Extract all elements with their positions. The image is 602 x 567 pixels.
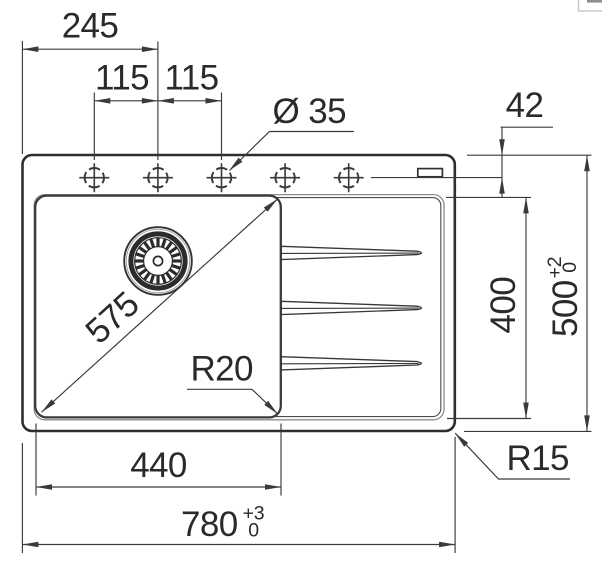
label-780: 780 xyxy=(181,505,238,544)
label-500: 500 xyxy=(546,280,585,337)
tap-hole xyxy=(142,163,173,193)
strainer-teeth xyxy=(134,237,182,285)
label-115-right: 115 xyxy=(165,59,219,98)
label-hole-diameter: Ø 35 xyxy=(273,92,346,131)
label-500-tol-minus: 0 xyxy=(559,262,581,273)
drainboard-rib xyxy=(280,356,423,371)
label-r20: R20 xyxy=(191,350,254,389)
dimensions xyxy=(21,41,592,553)
dim-575 xyxy=(39,196,280,415)
radius-r20-leader xyxy=(187,388,280,417)
label-115-left: 115 xyxy=(95,59,149,98)
tap-hole xyxy=(270,163,301,193)
drainboard-rib xyxy=(280,245,423,261)
tap-hole xyxy=(206,163,237,193)
label-500-group: 500 +2 0 xyxy=(544,257,585,337)
strainer-teeth-inner xyxy=(143,246,173,276)
strainer-outer-ring xyxy=(123,226,193,296)
strainer-thick-ring xyxy=(128,231,188,291)
label-500-tol-plus: +2 xyxy=(544,257,566,279)
thumbnail-image-block xyxy=(587,0,602,3)
dim-42 xyxy=(371,126,592,197)
label-42: 42 xyxy=(506,86,544,125)
dim-115-pair xyxy=(93,92,223,160)
label-440: 440 xyxy=(130,446,187,485)
drainboard-ribs xyxy=(280,245,423,371)
dimension-labels: 245 115 115 Ø 35 42 575 R20 400 500 +2 0… xyxy=(62,7,585,545)
label-400-group: 400 xyxy=(484,277,523,334)
thumbnail-frame[interactable] xyxy=(577,0,602,12)
drain-strainer xyxy=(123,226,193,296)
strainer-outer-echo xyxy=(125,228,191,294)
overflow-slot xyxy=(416,167,444,178)
tap-hole xyxy=(79,163,110,193)
label-245: 245 xyxy=(62,7,119,46)
radius-r15-leader xyxy=(453,431,570,480)
label-780-tol-plus: +3 xyxy=(243,503,265,525)
partial-thumbnail-widget[interactable] xyxy=(577,0,602,12)
label-r15: R15 xyxy=(507,439,569,478)
dim-780 xyxy=(21,437,456,553)
tap-holes xyxy=(79,163,364,193)
hole-diameter-leader xyxy=(227,130,354,173)
label-780-tol-minus: 0 xyxy=(248,520,259,542)
dim-440 xyxy=(35,423,282,496)
drainboard-rib xyxy=(280,300,423,316)
dim-400 xyxy=(446,196,531,420)
strainer-center-hole xyxy=(152,255,164,267)
tap-hole xyxy=(333,163,364,193)
label-400: 400 xyxy=(484,277,523,334)
strainer-teeth-outer xyxy=(134,237,182,285)
dim-500 xyxy=(464,155,592,432)
